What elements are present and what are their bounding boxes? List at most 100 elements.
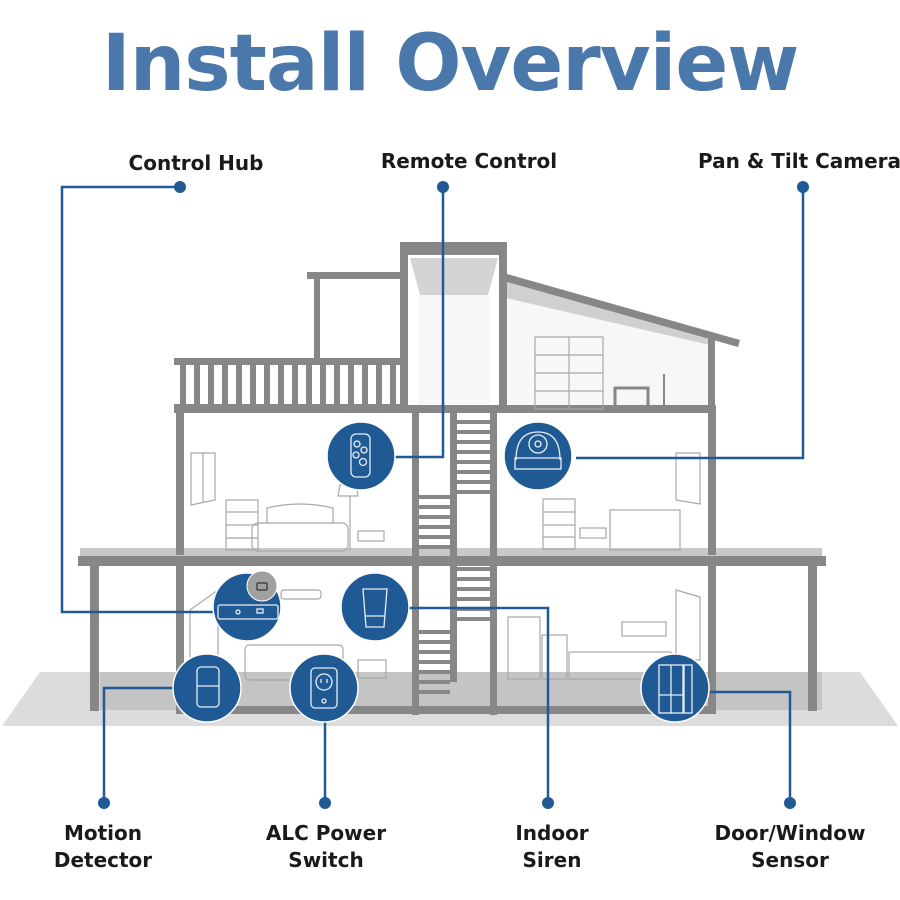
stair-tread: [419, 690, 450, 694]
porch-post-left: [90, 563, 99, 711]
balcony-top-rail: [174, 358, 404, 365]
nightstand: [357, 530, 385, 542]
stair-tread: [419, 660, 450, 664]
dot-alc-power-switch: [319, 797, 331, 809]
label-line: Detector: [53, 848, 153, 872]
connector-pan-tilt-camera: [576, 187, 805, 460]
connector-dots: [98, 181, 809, 809]
label-line: Motion: [63, 821, 143, 845]
fridge: [507, 616, 541, 680]
label-line: ALC Power: [265, 821, 387, 845]
headboard: [266, 503, 334, 523]
nursery-nightstand: [579, 527, 607, 539]
baluster: [194, 362, 200, 408]
ground-floor-left-wall: [176, 563, 184, 713]
label-door-window-sensor: Door/Window Sensor: [700, 820, 880, 874]
ground-floor-slab: [176, 706, 716, 714]
stair-wall-mid: [450, 413, 457, 563]
connector-motion-detector: [102, 686, 174, 803]
stair-tread: [419, 515, 450, 519]
device-alc-power-switch[interactable]: [289, 653, 359, 723]
baluster: [292, 362, 298, 408]
stair-tread: [457, 430, 490, 434]
badge-circle: [340, 572, 410, 642]
device-motion-detector[interactable]: [172, 653, 242, 723]
connector-door-window-sensor: [710, 690, 792, 803]
skylight: [410, 258, 498, 295]
dome-camera-icon: [514, 431, 562, 470]
roof-slope: [507, 274, 740, 347]
tower-top: [400, 242, 507, 255]
stair-tread: [457, 420, 490, 424]
dresser-nursery: [542, 498, 576, 550]
baluster: [362, 362, 368, 408]
stair-tread: [419, 535, 450, 539]
label-line: Siren: [522, 848, 582, 872]
dot-indoor-siren: [542, 797, 554, 809]
second-floor-left-wall: [176, 405, 184, 555]
stair-tread: [457, 450, 490, 454]
baluster: [278, 362, 284, 408]
connector-lines: [60, 185, 805, 803]
upper-room-roof: [307, 272, 403, 279]
motion-sensor-icon: [196, 666, 220, 708]
device-door-window-sensor[interactable]: [640, 653, 710, 723]
hub-base-station-icon: [217, 604, 279, 620]
connector-remote-control: [395, 187, 445, 459]
baluster: [334, 362, 340, 408]
shaft-bg: [418, 295, 490, 410]
baluster: [306, 362, 312, 408]
label-line: Switch: [288, 848, 364, 872]
tower-left-wall: [400, 242, 408, 412]
stair-tread: [419, 525, 450, 529]
stair-tread: [457, 567, 490, 571]
badge-circle: [326, 421, 396, 491]
stair-tread: [419, 680, 450, 684]
baluster: [348, 362, 354, 408]
stair-tread: [457, 490, 490, 494]
device-indoor-siren[interactable]: [340, 572, 410, 642]
door-sensor-icon: [658, 664, 693, 714]
label-alc-power-switch: ALC Power Switch: [256, 820, 396, 874]
baluster: [376, 362, 382, 408]
stair-wall-mid-lower: [450, 560, 457, 682]
stair-tread: [457, 470, 490, 474]
label-indoor-siren: Indoor Siren: [492, 820, 612, 874]
second-floor-right-wall: [708, 405, 716, 555]
baluster: [208, 362, 214, 408]
ground-floor-right-wall: [708, 563, 716, 713]
stair-tread: [457, 597, 490, 601]
device-pan-tilt-camera[interactable]: [503, 421, 573, 491]
label-motion-detector: Motion Detector: [38, 820, 168, 874]
connector-indoor-siren: [409, 606, 550, 803]
baluster: [222, 362, 228, 408]
dot-remote-control: [437, 181, 449, 193]
stair-tread: [457, 617, 490, 621]
power-outlet-icon: [310, 667, 338, 709]
baluster: [264, 362, 270, 408]
side-table: [357, 659, 387, 679]
router: [280, 589, 322, 600]
upper-room-wall: [314, 272, 320, 362]
device-control-hub[interactable]: [212, 570, 282, 642]
crib: [609, 509, 681, 551]
desk: [613, 386, 650, 411]
badge-circle: [289, 653, 359, 723]
baluster: [236, 362, 242, 408]
stair-tread: [419, 640, 450, 644]
stair-tread: [419, 505, 450, 509]
label-line: Sensor: [751, 848, 829, 872]
stair-tread: [457, 460, 490, 464]
device-remote-control[interactable]: [326, 421, 396, 491]
label-remote-control: Remote Control: [380, 149, 558, 173]
nursery-window: [675, 452, 701, 505]
stair-tread: [457, 480, 490, 484]
furniture: [189, 336, 701, 701]
bed: [251, 522, 349, 552]
dot-door-window-sensor: [784, 797, 796, 809]
stair-tread: [419, 495, 450, 499]
attic-right-wall: [708, 335, 715, 415]
page-title: Install Overview: [101, 19, 800, 109]
siren-icon: [362, 588, 388, 628]
